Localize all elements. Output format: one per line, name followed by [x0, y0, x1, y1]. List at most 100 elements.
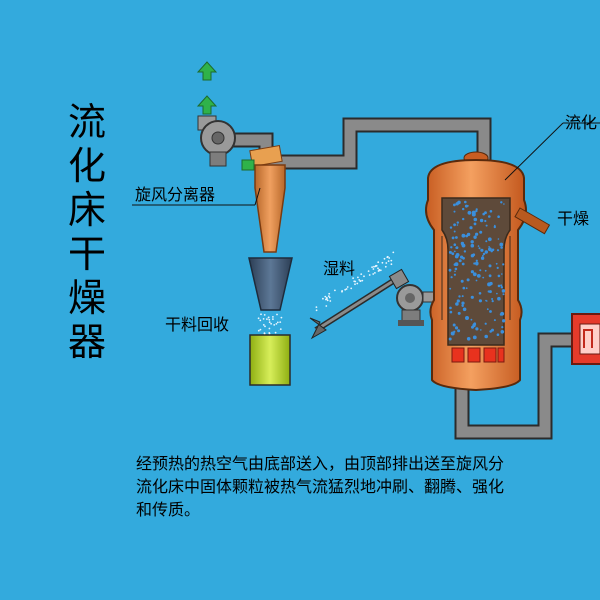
wet-particle — [315, 306, 318, 308]
bed-particle — [453, 250, 456, 253]
bed-particle — [453, 230, 456, 233]
bed-particle — [500, 330, 505, 334]
falling-particle — [279, 328, 282, 330]
bed-particle — [493, 225, 496, 229]
wet-particle — [324, 295, 327, 298]
description-line: 经预热的热空气由底部送入，由顶部排出送至旋风分 — [136, 454, 505, 473]
bed-particle — [462, 307, 467, 312]
bed-particle — [480, 329, 482, 331]
bed-particle — [470, 270, 474, 274]
bed-particle — [452, 323, 456, 327]
bed-particle — [482, 276, 485, 279]
wet-particle — [373, 265, 375, 268]
dry-recovery-label: 干料回收 — [165, 315, 229, 334]
falling-particle — [268, 318, 271, 321]
cyclone-label: 旋风分离器 — [135, 185, 215, 204]
bed-particle — [453, 223, 456, 227]
wet-particle — [390, 259, 393, 262]
wet-particle — [328, 292, 331, 295]
bed-particle — [485, 224, 488, 227]
bed-particle — [455, 253, 460, 257]
bed-particle — [450, 246, 453, 249]
wet-particle — [341, 290, 343, 293]
wet-particle — [387, 260, 390, 262]
dry-material-hopper — [248, 257, 293, 311]
wet-particle — [378, 268, 381, 271]
bed-particle — [497, 284, 501, 288]
wet-particle — [384, 265, 387, 268]
bed-particle — [502, 263, 505, 266]
fluid-bed-label: 流化 — [565, 113, 597, 132]
bed-particle — [475, 262, 479, 266]
wet-particle — [377, 267, 379, 270]
bed-particle — [456, 299, 460, 303]
falling-particle — [266, 318, 268, 320]
bed-particle — [466, 278, 470, 282]
outlet-chute — [514, 207, 551, 235]
wet-feed-particles — [315, 251, 395, 312]
description-line: 流化床中固体颗粒被热气流猛烈地冲刷、翻腾、强化 — [136, 477, 505, 496]
up-arrow-icon — [196, 61, 218, 115]
title-char: 化 — [67, 144, 106, 188]
bed-particle — [463, 250, 467, 253]
bed-particle — [454, 267, 458, 271]
wet-particle — [379, 269, 382, 272]
bed-particle — [487, 237, 492, 242]
bed-particle — [458, 259, 462, 263]
wet-particle — [372, 273, 375, 275]
wet-particle — [358, 279, 361, 281]
bed-particle — [465, 234, 469, 238]
falling-particle — [268, 327, 271, 330]
wet-material-label: 湿料 — [323, 259, 355, 278]
wet-particle — [371, 266, 373, 268]
wet-particle — [329, 300, 332, 302]
dryer-label: 干燥 — [557, 209, 589, 228]
bed-particle — [462, 207, 465, 211]
wet-particle — [360, 273, 363, 275]
title-char: 干 — [67, 232, 106, 276]
wet-particle — [334, 289, 336, 292]
bed-particle — [496, 249, 500, 252]
wet-particle — [326, 298, 328, 300]
bed-particle — [496, 292, 498, 295]
bed-particle — [484, 219, 487, 223]
wet-particle — [356, 282, 359, 285]
bed-particle — [500, 311, 505, 316]
bed-particle — [500, 201, 503, 204]
bed-particle — [478, 299, 482, 303]
wet-particle — [368, 274, 371, 276]
bed-particle — [451, 252, 455, 256]
bed-particle — [501, 273, 503, 275]
flame-burners — [451, 347, 505, 363]
falling-particle — [279, 321, 282, 323]
page-title: 流 化 床 干 燥 器 — [62, 100, 112, 364]
falling-particle — [262, 318, 265, 320]
falling-particle — [268, 321, 271, 324]
bed-particle — [455, 236, 458, 239]
wet-particle — [390, 263, 393, 266]
wet-particle — [372, 268, 375, 270]
bed-particle — [480, 248, 484, 252]
bed-particle — [489, 330, 493, 333]
bed-particle — [453, 330, 456, 333]
bed-particle — [479, 230, 483, 234]
bed-particle — [451, 236, 455, 240]
bed-particle — [482, 252, 486, 256]
bed-particle — [454, 270, 456, 273]
bed-particle — [453, 263, 457, 266]
wet-particle — [350, 287, 353, 290]
bed-particle — [472, 272, 477, 277]
description-line: 和传质。 — [136, 500, 201, 519]
falling-particles — [257, 313, 283, 335]
wet-particle — [326, 299, 329, 302]
bed-particle — [465, 316, 469, 320]
duct-pipes — [232, 117, 580, 440]
falling-particle — [276, 321, 279, 324]
bed-particle — [477, 245, 480, 247]
bed-particle — [470, 254, 475, 258]
bed-particle — [471, 210, 476, 215]
wet-particle — [328, 296, 331, 299]
wet-particle — [322, 297, 324, 300]
bed-particle — [475, 279, 478, 282]
